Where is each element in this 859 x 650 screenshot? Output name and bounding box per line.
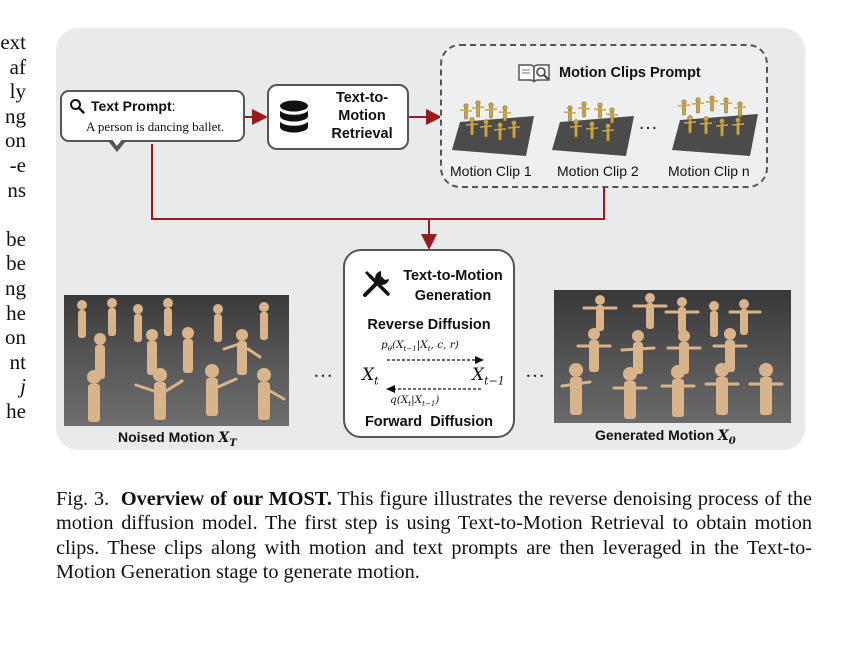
margin-line: ly xyxy=(9,79,26,104)
margin-line: j xyxy=(20,374,26,399)
database-icon xyxy=(279,100,309,133)
left-column-fragment: ext af ly ng on e- ns be be ng he on nt … xyxy=(0,30,26,424)
motion-clip-1-image xyxy=(452,100,534,156)
margin-line: ng xyxy=(5,275,26,300)
motion-clip-n-label: Motion Clip n xyxy=(668,163,750,179)
clips-ellipsis: … xyxy=(638,112,659,134)
search-icon xyxy=(70,99,85,114)
margin-line: ext xyxy=(0,30,26,54)
retrieval-label-line: Text-to- xyxy=(335,90,389,106)
noised-motion-symbol: XT xyxy=(218,430,237,449)
caption-body: This figure illustrates the reverse deno… xyxy=(56,488,812,583)
noised-motion-image xyxy=(64,295,289,426)
margin-line: af xyxy=(9,54,26,79)
margin-line: be xyxy=(6,226,26,251)
forward-diffusion-label: Forward Diffusion xyxy=(364,414,494,430)
retrieval-label: Text-to- Motion Retrieval xyxy=(317,89,407,143)
noised-motion-label-text: Noised Motion xyxy=(118,429,219,445)
motion-clip-2-image xyxy=(552,101,634,156)
forward-arrow xyxy=(386,385,483,393)
margin-line: he xyxy=(6,398,26,423)
noised-figures xyxy=(77,298,286,422)
reverse-arrow xyxy=(387,356,484,364)
right-ellipsis: … xyxy=(525,360,546,382)
motion-clip-2-label: Motion Clip 2 xyxy=(557,163,639,179)
motion-clip-n-image xyxy=(672,95,758,156)
generation-title-line: Text-to-Motion xyxy=(403,268,503,284)
generated-motion-image xyxy=(554,290,791,423)
retrieval-label-line: Retrieval xyxy=(331,126,393,142)
margin-line: ns xyxy=(7,177,26,202)
motion-clips-title: Motion Clips Prompt xyxy=(559,65,701,81)
speech-bubble-tail xyxy=(108,138,126,152)
xt-minus-1-symbol: Xt−1 xyxy=(472,365,505,388)
forward-probability: q(Xt|Xt−1) xyxy=(390,394,440,409)
margin-line: on xyxy=(5,128,26,153)
text-prompt-heading: Text Prompt: xyxy=(69,98,176,114)
generation-title: Text-to-Motion Generation xyxy=(395,266,511,306)
figure-caption: Fig. 3. Overview of our MOST. This figur… xyxy=(56,487,812,584)
margin-line: nt xyxy=(9,349,26,374)
generation-box: Text-to-Motion Generation Reverse Diffus… xyxy=(343,249,515,438)
generated-motion-label: Generated Motion X0 xyxy=(595,427,736,447)
text-prompt-box: Text Prompt: A person is dancing ballet. xyxy=(60,90,245,152)
margin-line: on xyxy=(5,325,26,350)
reverse-probability: pθ(Xt−1|Xt, c, r) xyxy=(381,339,459,354)
caption-fig-number: Fig. 3. xyxy=(56,488,110,510)
generation-title-line: Generation xyxy=(414,288,492,304)
generated-motion-label-text: Generated Motion xyxy=(595,427,718,443)
tools-icon xyxy=(363,271,390,297)
caption-bold-title: Overview of our MOST. xyxy=(120,488,332,510)
text-prompt-title: Text Prompt xyxy=(91,98,172,114)
xt-symbol: Xt xyxy=(362,365,379,388)
motion-clips-box: Motion Clips Prompt xyxy=(440,44,768,188)
noised-motion-label: Noised Motion XT xyxy=(118,429,237,449)
margin-line: be xyxy=(6,251,26,276)
text-prompt-colon: : xyxy=(171,98,176,114)
margin-line: he xyxy=(6,300,26,325)
margin-line: e- xyxy=(9,152,26,177)
line-prompt-down xyxy=(151,144,605,220)
book-search-icon xyxy=(518,64,550,83)
generated-figures xyxy=(560,293,784,419)
generated-motion-symbol: X0 xyxy=(717,428,736,447)
motion-clip-1-label: Motion Clip 1 xyxy=(450,163,532,179)
left-ellipsis: … xyxy=(313,360,334,382)
margin-line: ng xyxy=(5,103,26,128)
motion-clips-heading: Motion Clips Prompt xyxy=(517,62,701,84)
reverse-diffusion-label: Reverse Diffusion xyxy=(367,317,491,333)
retrieval-label-line: Motion xyxy=(338,108,386,124)
text-prompt-body: A person is dancing ballet. xyxy=(86,119,225,134)
retrieval-box: Text-to- Motion Retrieval xyxy=(267,84,409,150)
